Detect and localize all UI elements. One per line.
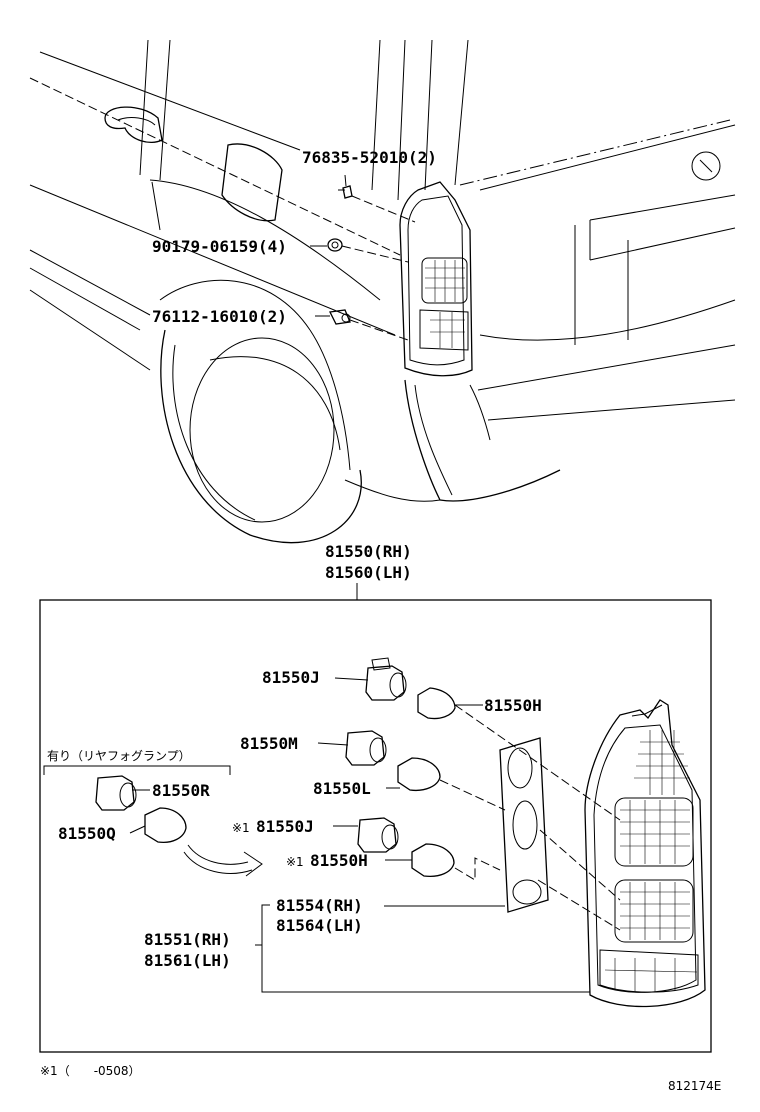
label-81550Q: 81550Q (58, 824, 116, 843)
label-81550-rh: 81550(RH) (325, 542, 412, 561)
bulb-81550Q (144, 807, 187, 844)
label-81550J: 81550J (262, 668, 320, 687)
tail-lamp-assembly-illustration (584, 699, 706, 1008)
label-81550L: 81550L (313, 779, 371, 798)
label-81550H: 81550H (484, 696, 542, 715)
label-81550R: 81550R (152, 781, 210, 800)
socket-81550M (345, 730, 387, 766)
label-81550J-2: 81550J (256, 817, 314, 836)
screw-76112 (329, 309, 409, 341)
socket-81550J-2 (357, 817, 399, 853)
label-76112-16010: 76112-16010(2) (152, 307, 287, 326)
install-arrow (183, 844, 263, 877)
label-81550M: 81550M (240, 734, 298, 753)
vehicle-body-illustration (29, 39, 736, 544)
installed-tail-lamp-illustration (399, 181, 473, 377)
label-81564-lh: 81564(LH) (276, 916, 363, 935)
socket-81550J (365, 657, 407, 701)
label-mark1-b: ※1 (286, 855, 304, 869)
label-mark1-a: ※1 (232, 821, 250, 835)
label-81554-rh: 81554(RH) (276, 896, 363, 915)
label-81550H-2: 81550H (310, 851, 368, 870)
label-76835-52010: 76835-52010(2) (302, 148, 437, 167)
label-fog-lamp-option: 有り（リヤフォグランプ） (47, 749, 191, 763)
bulb-81550L (397, 757, 441, 792)
clip-90179 (327, 238, 409, 263)
footnote: ※1（ -0508） (40, 1064, 141, 1078)
bulb-81550H-2 (411, 843, 455, 878)
gasket-81554-illustration (499, 737, 549, 913)
assembly-frame (39, 599, 712, 1053)
label-90179-06159: 90179-06159(4) (152, 237, 287, 256)
label-81560-lh: 81560(LH) (325, 563, 412, 582)
bulb-81550H (417, 687, 456, 720)
label-81561-lh: 81561(LH) (144, 951, 231, 970)
label-81551-rh: 81551(RH) (144, 930, 231, 949)
socket-81550R (95, 775, 137, 811)
drawing-number: 812174E (668, 1079, 721, 1093)
screw-76835 (338, 185, 416, 223)
